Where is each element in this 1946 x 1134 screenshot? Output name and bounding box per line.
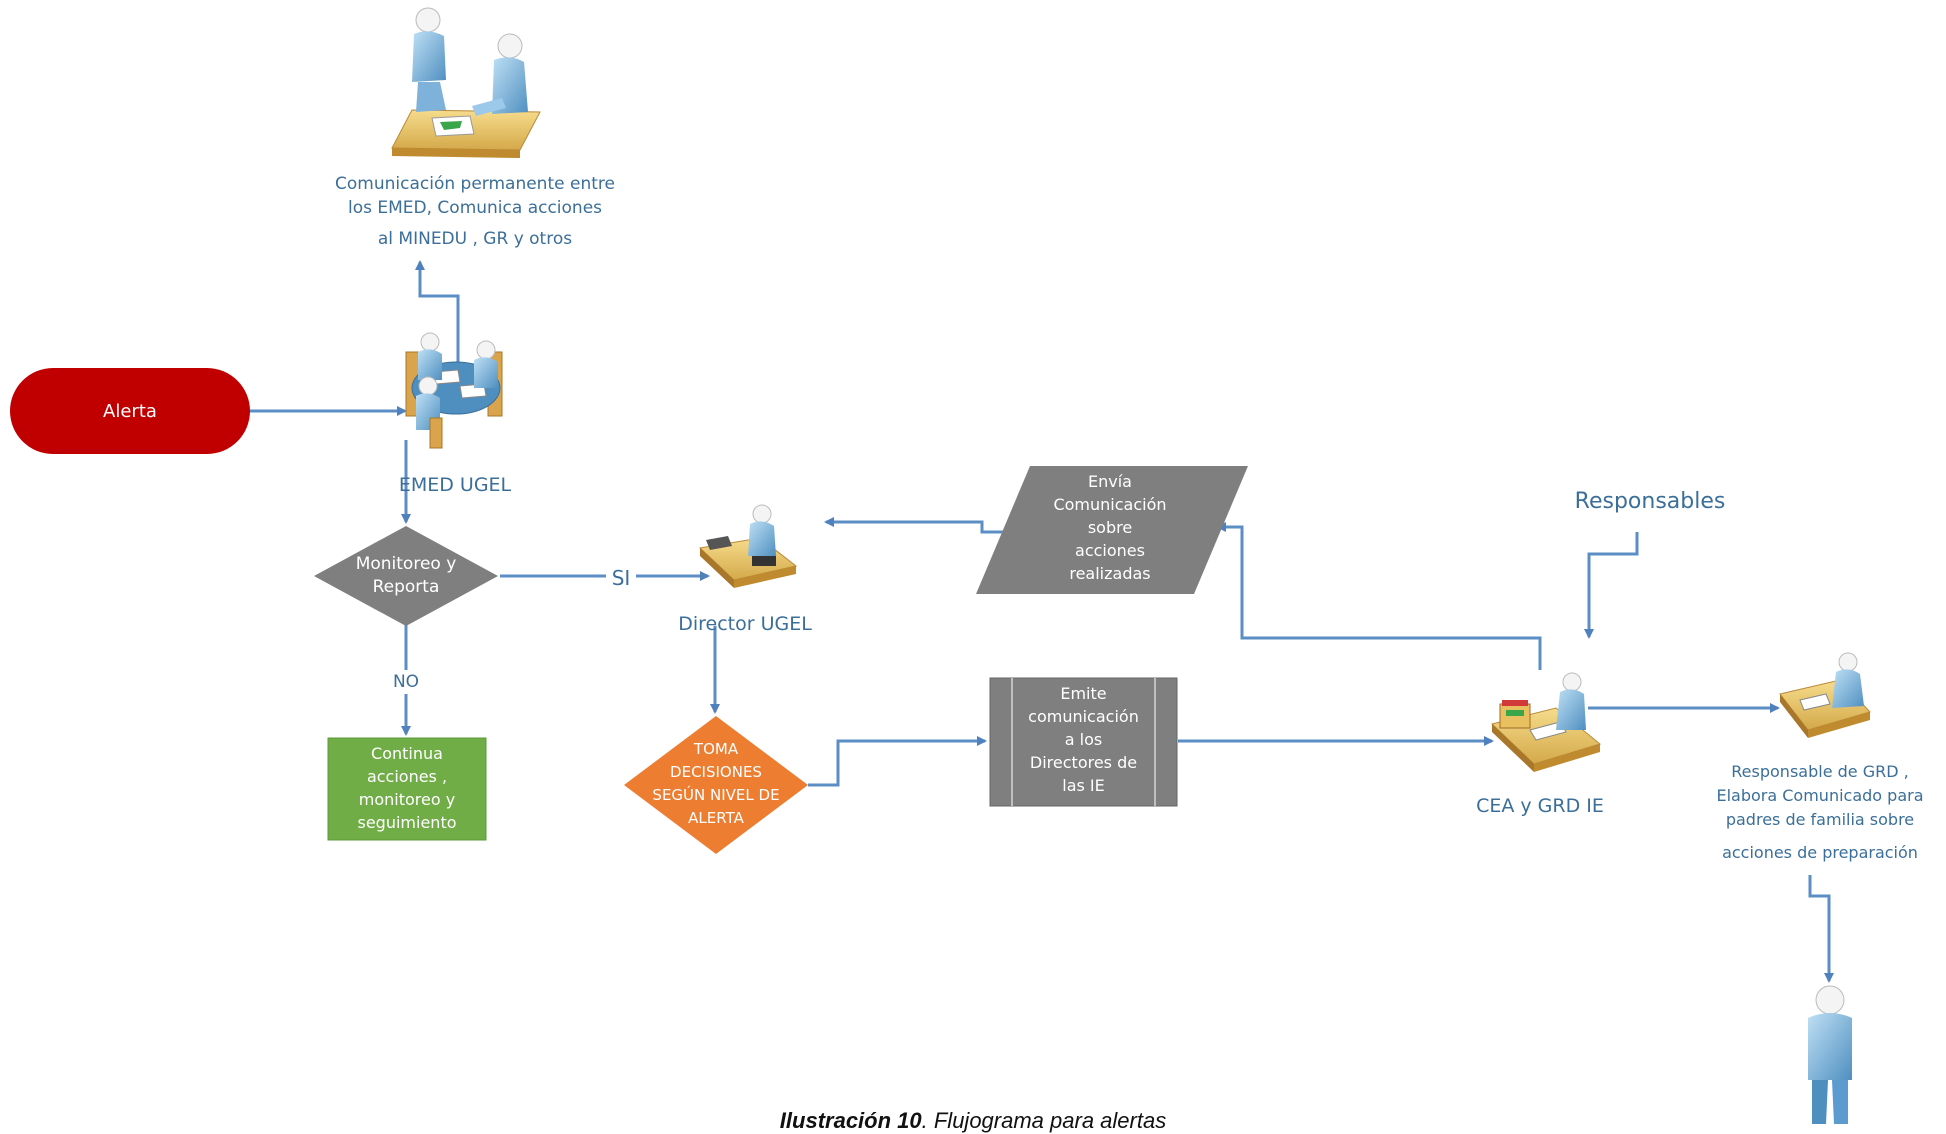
responsable-grd-line-1: Responsable de GRD , xyxy=(1731,762,1909,781)
connector-envia-director xyxy=(824,517,1008,534)
toma-line-2: DECISIONES xyxy=(670,763,762,781)
emed-label: EMED UGEL xyxy=(398,474,512,496)
caption-text: . Flujograma para alertas xyxy=(921,1108,1167,1133)
emite-line-5: las IE xyxy=(1062,776,1105,795)
responsable-grd-line-4: acciones de preparación xyxy=(1722,843,1918,862)
envia-line-1: Envía xyxy=(1088,472,1132,491)
emite-label: Emite comunicación a los Directores de l… xyxy=(1012,682,1155,797)
responsable-grd-label: Responsable de GRD , Elabora Comunicado … xyxy=(1700,760,1940,865)
continua-line-1: Continua xyxy=(371,744,443,763)
monitoreo-label: Monitoreo y Reporta xyxy=(336,553,476,599)
continua-line-4: seguimiento xyxy=(357,813,457,832)
continua-label: Continua acciones , monitoreo y seguimie… xyxy=(328,742,486,834)
envia-label: Envía Comunicación sobre acciones realiz… xyxy=(1040,470,1180,585)
responsable-grd-line-2: Elabora Comunicado para xyxy=(1716,786,1924,805)
cea-label: CEA y GRD IE xyxy=(1476,795,1604,817)
responsables-label: Responsables xyxy=(1574,489,1726,514)
caption-label: Ilustración 10 xyxy=(779,1108,922,1133)
meeting-table-icon xyxy=(405,332,503,449)
continua-line-2: acciones , xyxy=(366,767,448,786)
connector-responsable-grd-padre xyxy=(1808,875,1834,983)
toma-line-4: ALERTA xyxy=(688,809,744,827)
envia-line-3: sobre xyxy=(1087,518,1133,537)
continua-line-3: monitoreo y xyxy=(358,790,456,809)
si-label: SI xyxy=(606,566,636,590)
toma-decision xyxy=(624,716,808,854)
director-desk-icon xyxy=(698,504,798,588)
envia-parallelogram xyxy=(976,466,1248,594)
toma-line-1: TOMA xyxy=(693,740,739,758)
envia-line-5: realizadas xyxy=(1069,564,1151,583)
comunicacion-top-line-3: al MINEDU , GR y otros xyxy=(377,229,573,249)
monitoreo-line-1: Monitoreo y xyxy=(355,554,457,574)
connector-cea-envia xyxy=(1216,522,1542,670)
connector-responsables-cea xyxy=(1584,532,1639,639)
envia-line-2: Comunicación xyxy=(1053,495,1167,514)
emite-line-4: Directores de xyxy=(1029,753,1138,772)
connector-emed-comunicacion xyxy=(415,260,460,372)
monitoreo-line-2: Reporta xyxy=(372,577,440,597)
continua-box xyxy=(327,737,487,841)
emite-process xyxy=(989,677,1178,807)
emite-line-1: Emite xyxy=(1060,684,1107,703)
responsable-grd-line-3: padres de familia sobre xyxy=(1725,810,1915,829)
figure-caption: Ilustración 10. Flujograma para alertas xyxy=(0,1108,1946,1134)
standing-person-icon xyxy=(1808,985,1852,1124)
toma-label: TOMA DECISIONES SEGÚN NIVEL DE ALERTA xyxy=(634,738,798,830)
connector-toma-emite xyxy=(808,736,987,787)
envia-line-4: acciones xyxy=(1075,541,1145,560)
comunicacion-top-label: Comunicación permanente entre los EMED, … xyxy=(300,172,650,251)
toma-line-3: SEGÚN NIVEL DE xyxy=(652,786,780,804)
monitoreo-decision xyxy=(314,526,498,626)
emite-line-2: comunicación xyxy=(1028,707,1139,726)
alerta-terminator xyxy=(10,368,250,454)
no-label: NO xyxy=(386,670,426,694)
emite-line-3: a los xyxy=(1064,730,1103,749)
cea-desk-icon xyxy=(1490,672,1602,772)
responsable-grd-desk-icon xyxy=(1779,652,1871,738)
comunicacion-top-line-2: los EMED, Comunica acciones xyxy=(347,198,603,218)
director-label: Director UGEL xyxy=(678,613,812,635)
handover-meeting-icon xyxy=(391,7,541,158)
comunicacion-top-line-1: Comunicación permanente entre xyxy=(335,174,615,194)
alerta-label: Alerta xyxy=(103,401,157,422)
